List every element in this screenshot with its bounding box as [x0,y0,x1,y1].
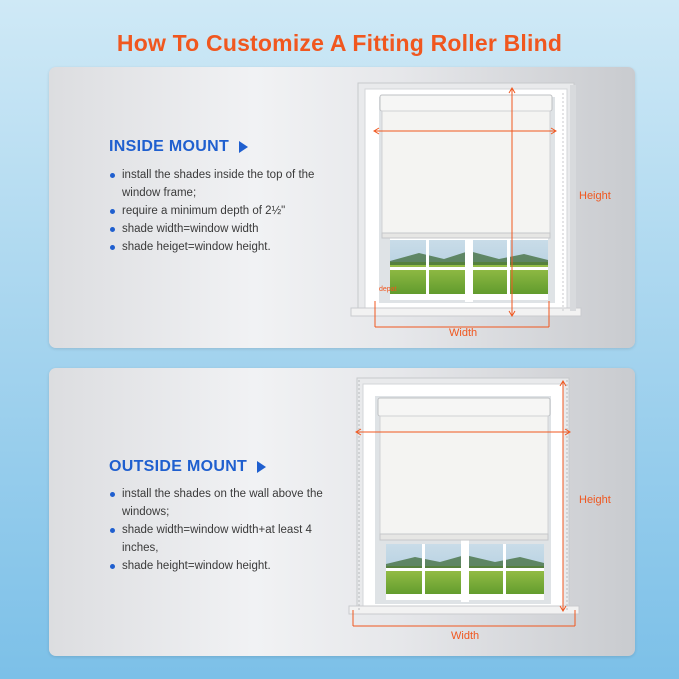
list-item: install the shades on the wall above the… [109,485,339,521]
list-item: require a minimum depth of 2½" [109,202,339,220]
outside-mount-heading-text: OUTSIDE MOUNT [109,458,248,475]
inside-height-label: Height [579,190,611,202]
inside-mount-panel: INSIDE MOUNT install the shades inside t… [49,67,635,348]
inside-mount-heading-text: INSIDE MOUNT [109,138,230,155]
inside-mount-heading: INSIDE MOUNT [109,138,249,156]
list-item: shade width=window width+at least 4 inch… [109,521,339,557]
list-item: shade heiget=window height. [109,238,339,256]
outside-mount-panel: OUTSIDE MOUNT install the shades on the … [49,368,635,656]
inside-width-label: Width [449,327,478,339]
list-item: install the shades inside the top of the… [109,166,339,202]
page-title: How To Customize A Fitting Roller Blind [116,30,563,56]
inside-mount-window-illustration [349,75,629,345]
outside-mount-window-illustration [345,374,629,650]
play-arrow-icon [257,461,267,473]
outside-mount-heading: OUTSIDE MOUNT [109,458,267,476]
inside-mount-bullets: install the shades inside the top of the… [109,166,339,256]
play-arrow-icon [239,141,249,153]
outside-height-label: Height [579,494,611,506]
outside-width-label: Width [451,630,480,642]
outside-mount-bullets: install the shades on the wall above the… [109,485,339,575]
list-item: shade width=window width [109,220,339,238]
list-item: shade height=window height. [109,557,339,575]
inside-depth-label: depat [379,286,397,293]
